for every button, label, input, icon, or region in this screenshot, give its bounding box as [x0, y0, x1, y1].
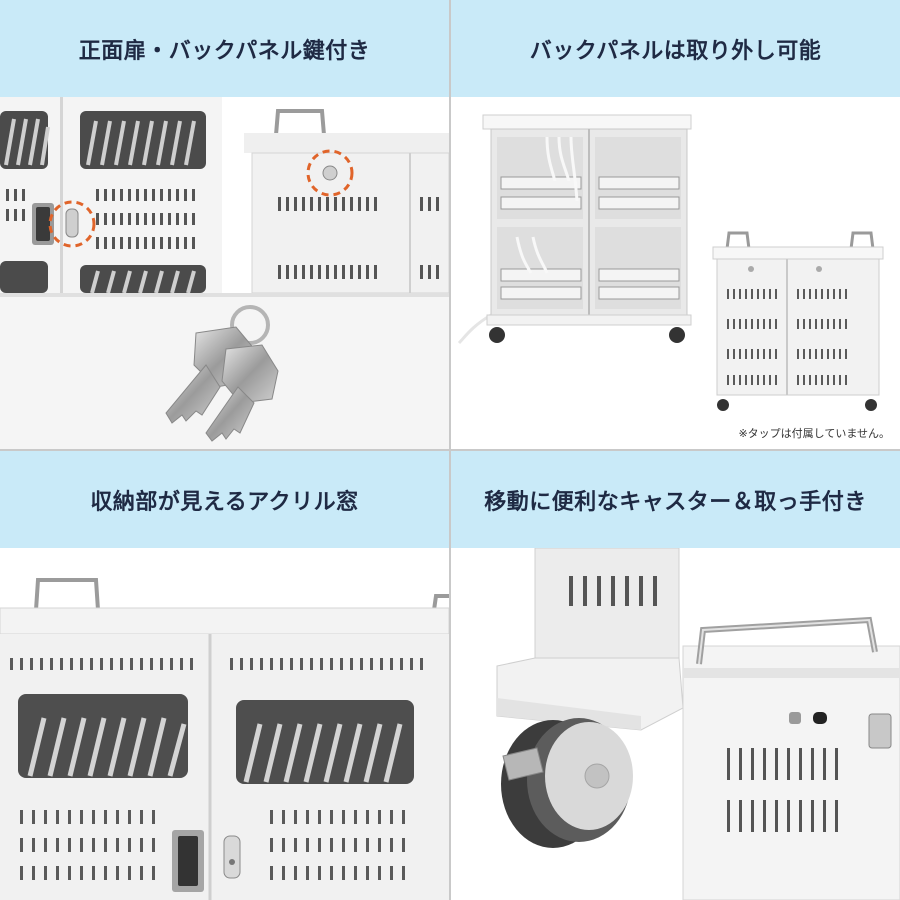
panel-title-banner: 収納部が見えるアクリル窓: [0, 451, 449, 548]
carry-handle: [34, 578, 100, 611]
caster-wheel: [717, 399, 729, 411]
power-strip-note: ※タップは付属していません。: [738, 427, 890, 440]
lock-highlight-circle: [48, 200, 96, 248]
panel-title-banner: 正面扉・バックパネル鍵付き: [0, 0, 449, 97]
caster-wheel: [489, 327, 505, 343]
door-lock: [223, 835, 241, 879]
panel-title: 正面扉・バックパネル鍵付き: [78, 38, 371, 64]
acrylic-window-bottom: [0, 261, 206, 294]
panel-title: 移動に便利なキャスター＆取っ手付き: [484, 489, 867, 515]
panel-title: バックパネルは取り外し可能: [529, 38, 822, 64]
panel-front-door-lock: 正面扉・バックパネル鍵付き: [0, 0, 449, 449]
side-latch: [868, 713, 892, 749]
panel-acrylic-window: 収納部が見えるアクリル窓: [0, 451, 449, 900]
panel-casters-handle: 移動に便利なキャスター＆取っ手付き: [451, 451, 900, 900]
back-lock-highlight-circle: [306, 149, 354, 197]
carry-handle: [274, 109, 326, 136]
acrylic-window-right: [236, 700, 414, 784]
closed-cabinet: [712, 231, 884, 411]
acrylic-window-top-left: [0, 111, 50, 169]
panel-title-banner: 移動に便利なキャスター＆取っ手付き: [451, 451, 900, 548]
caster-wheel: [501, 718, 633, 848]
panel-removable-back-panel: バックパネルは取り外し可能: [451, 0, 900, 449]
acrylic-window-photo: [0, 548, 449, 900]
door-lock: [65, 208, 79, 238]
back-panel-removed-photo: [451, 97, 900, 449]
panel-title: 収納部が見えるアクリル窓: [90, 489, 359, 515]
caster-handle-photo: [451, 548, 900, 900]
caster-brake-pedal: [502, 747, 544, 781]
acrylic-window-left: [18, 694, 188, 778]
open-cabinet: [457, 114, 692, 345]
keys-icon: [165, 305, 279, 442]
lock-photo: [0, 97, 449, 449]
panel-title-banner: バックパネルは取り外し可能: [451, 0, 900, 97]
handle-closeup: [682, 616, 900, 900]
horizontal-divider: [0, 449, 900, 451]
acrylic-window-top-right: [80, 111, 206, 169]
caster-wheel: [865, 399, 877, 411]
caster-closeup: [496, 548, 684, 848]
caster-wheel: [669, 327, 685, 343]
back-panel-lock: [322, 165, 338, 181]
